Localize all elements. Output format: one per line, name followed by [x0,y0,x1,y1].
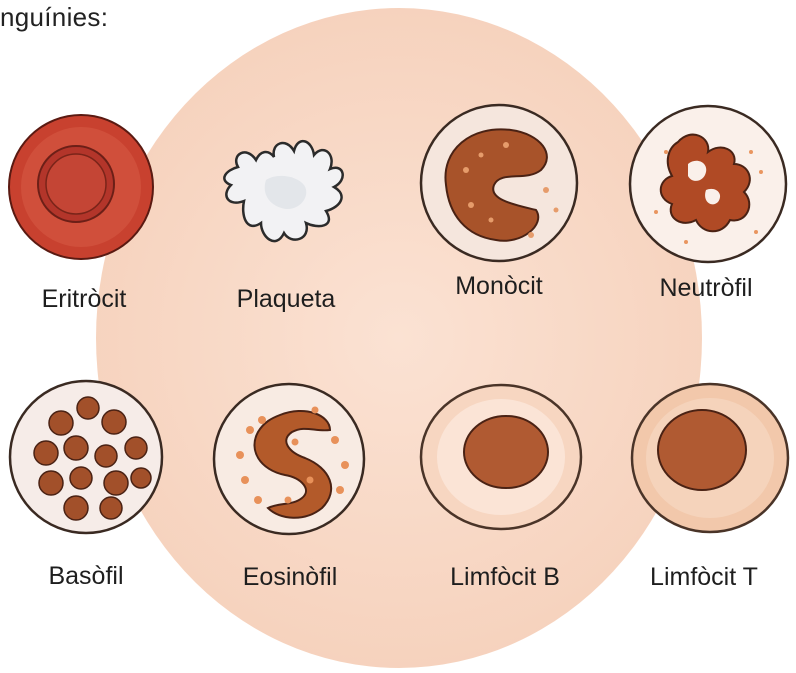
lymphocyte-b-illustration [418,382,584,532]
platelet-cell: Plaqueta [216,125,356,255]
monocyte-illustration [416,100,582,266]
eosinophil-label: Eosinòfil [190,563,390,592]
neutrophil-cell: Neutròfil [626,102,790,266]
basophil-label: Basòfil [0,562,186,591]
lymphocyte-t-label: Limfòcit T [604,563,796,592]
erythrocyte-label: Eritròcit [0,285,184,314]
lymphocyte-t-cell: Limfòcit T [628,380,792,536]
erythrocyte-cell: Eritròcit [6,112,156,262]
eosinophil-illustration [210,380,368,538]
erythrocyte-illustration [6,112,156,262]
page-title: nguínies: [0,2,108,33]
neutrophil-label: Neutròfil [606,274,796,303]
lymphocyte-b-label: Limfòcit B [405,563,605,592]
platelet-illustration [216,125,356,255]
monocyte-label: Monòcit [399,272,599,301]
lymphocyte-t-illustration [628,380,792,536]
neutrophil-illustration [626,102,790,266]
basophil-cell: Basòfil [6,378,166,536]
eosinophil-cell: Eosinòfil [210,380,368,538]
monocyte-cell: Monòcit [416,100,582,266]
lymphocyte-b-cell: Limfòcit B [418,382,584,532]
platelet-label: Plaqueta [186,285,386,314]
basophil-illustration [6,378,166,536]
